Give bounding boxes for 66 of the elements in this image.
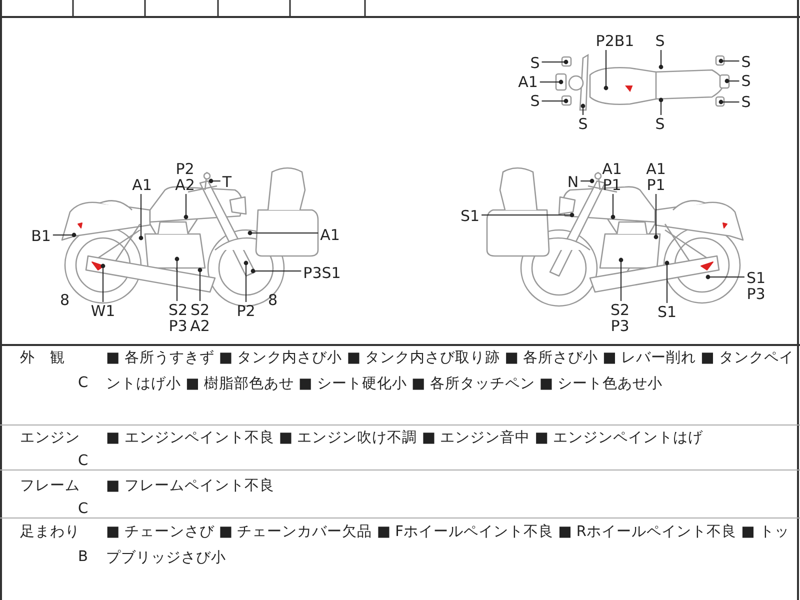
grade-label: C: [78, 374, 88, 393]
leader-line: [248, 230, 319, 236]
callout-label: A1 P1: [602, 161, 622, 193]
category-label: エンジン: [20, 429, 80, 448]
category-label: 足まわり: [20, 523, 80, 542]
leader-line: [208, 178, 221, 184]
callout-label: S: [578, 116, 588, 132]
leader-line: [718, 58, 740, 64]
callout-label: S1: [657, 304, 677, 320]
callout-label: P2: [236, 303, 256, 319]
leader-line: [481, 212, 574, 218]
grade-label: C: [78, 500, 88, 519]
callout-label: S1: [460, 208, 480, 224]
category-label: フレーム: [20, 477, 80, 496]
leader-line: [539, 80, 564, 84]
callout-label: S: [530, 55, 540, 71]
callout-label: S: [741, 54, 751, 70]
callout-label: A1 P1: [646, 161, 666, 193]
callout-label: S: [655, 116, 665, 132]
callout-label: B1: [31, 228, 51, 244]
leader-line: [724, 78, 740, 84]
note-text: ■ 各所うすきず ■ タンク内さび小 ■ タンク内さび取り跡 ■ 各所さび小 ■ レバー削れ ■ タンクペイントはげ小 ■ 樹脂部色あせ ■ シート硬化小 ■ 各所タッチペン ■ シート色あせ小: [106, 349, 794, 394]
leader-line: [658, 98, 664, 116]
leader-line: [580, 104, 586, 116]
leader-line: [184, 194, 188, 220]
callout-label: S: [741, 94, 751, 110]
callout-label: S2 P3: [610, 302, 630, 334]
callout-label: T: [222, 174, 232, 190]
callout-label: W1: [90, 303, 116, 319]
callout-number: 8: [268, 290, 278, 311]
callout-label: A1: [320, 227, 340, 243]
leader-line: [138, 194, 144, 240]
leader-line: [604, 50, 608, 90]
callout-label: N: [567, 174, 579, 190]
callout-label: P2B1: [596, 33, 634, 49]
leader-line: [541, 60, 568, 64]
leader-line: [174, 256, 180, 302]
callout-label: S2 A2: [190, 302, 210, 334]
motorcycle-top-view-drawing: [555, 54, 730, 111]
leader-line: [52, 232, 76, 238]
leader-line: [541, 98, 568, 104]
note-text: ■ チェーンさび ■ チェーンカバー欠品 ■ Fホイールペイント不良 ■ Rホイールペイント不良 ■ トップブリッジさび小: [106, 522, 790, 568]
leader-line: [250, 268, 302, 274]
callout-label: S: [741, 73, 751, 89]
callout-number: 8: [60, 290, 70, 311]
grade-label: C: [78, 452, 88, 471]
leader-line: [706, 274, 745, 280]
grade-label: B: [78, 548, 88, 567]
note-text: ■ フレームペイント不良: [106, 476, 276, 496]
leader-line: [654, 194, 658, 240]
leader-line: [580, 178, 594, 184]
callout-label: P2 A2: [175, 161, 195, 193]
leader-line: [658, 50, 664, 70]
callout-label: P3S1: [303, 265, 341, 281]
callout-label: S1 P3: [746, 270, 766, 302]
callout-label: S2 P3: [168, 302, 188, 334]
callout-label: A1: [132, 177, 152, 193]
note-text: ■ エンジンペイント不良 ■ エンジン吹け不調 ■ エンジン音中 ■ エンジンペイントはげ: [106, 428, 704, 448]
callout-label: S: [655, 33, 665, 49]
callout-label: S: [530, 93, 540, 109]
callout-label: A1: [518, 74, 538, 90]
leader-line: [718, 100, 740, 104]
leader-line: [664, 260, 670, 304]
leader-line: [610, 194, 616, 220]
leader-line: [618, 258, 624, 302]
category-label: 外 観: [20, 349, 65, 368]
